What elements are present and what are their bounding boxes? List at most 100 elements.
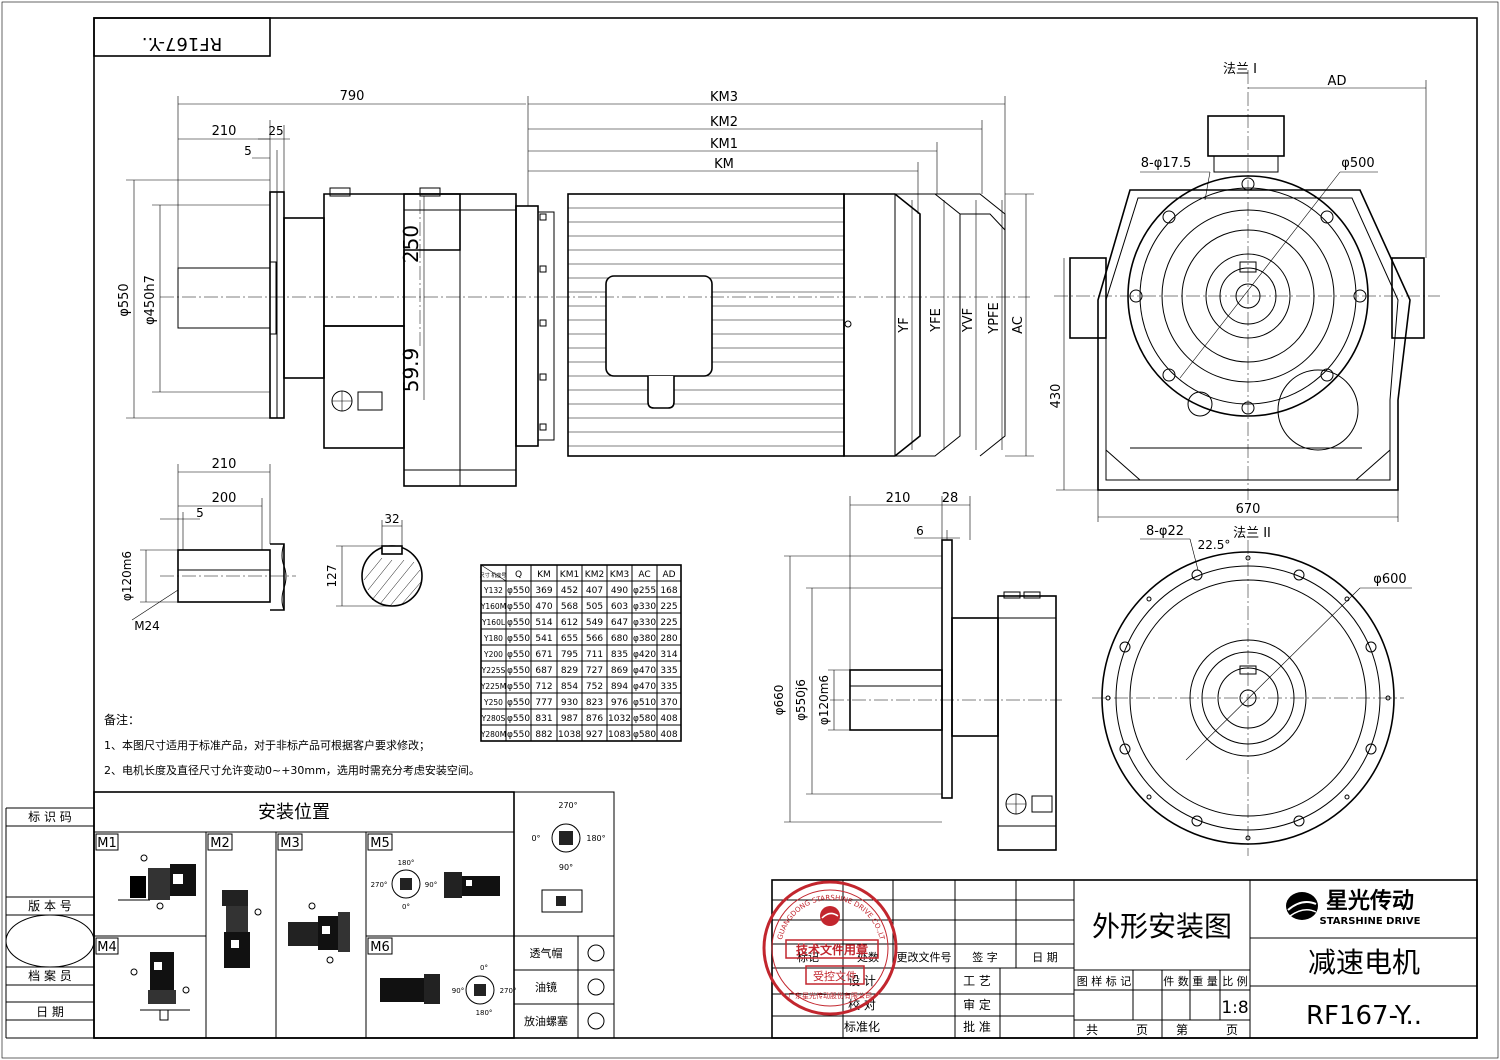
table-cell: φ550 [507, 650, 530, 660]
table-cell: 795 [561, 650, 578, 660]
tb-attr-bili: 比 例 [1222, 974, 1248, 988]
table-cell: 712 [535, 682, 552, 692]
drain-plug-symbol-icon [587, 1012, 605, 1030]
table-cell: φ550 [507, 586, 530, 596]
table-header-cell: AC [638, 570, 650, 580]
table-cell: 370 [660, 698, 677, 708]
table-cell: 168 [660, 586, 677, 596]
dim-yvf: YVF [961, 308, 976, 333]
f2-dim-dia600: φ600 [1373, 572, 1406, 587]
tb-drawing-name: 外形安装图 [1092, 910, 1232, 943]
f2-dim-bolts: 8-φ22 [1146, 524, 1184, 539]
table-cell: φ470 [633, 666, 656, 676]
mounting-title: 安装位置 [258, 802, 330, 823]
note-2: 2、电机长度及直径尺寸允许变动0~+30mm，选用时需充分考虑安装空间。 [104, 763, 480, 777]
table-cell: 549 [586, 618, 603, 628]
table-cell: 225 [660, 602, 677, 612]
tb-row-gongyi: 工 艺 [963, 974, 991, 988]
table-row-label: Y250 [483, 698, 503, 707]
table-cell: 854 [561, 682, 578, 692]
m6-angle-0: 0° [480, 964, 488, 972]
table-cell: φ255 [633, 586, 656, 596]
tb-model: RF167-Y.. [1306, 1001, 1422, 1031]
m6-angle-90: 90° [452, 987, 464, 995]
part-drain-plug: 放油螺塞 [524, 1014, 568, 1028]
stamp-line1: 技术文件用章 [796, 942, 868, 957]
table-cell: 823 [586, 698, 603, 708]
label-flange1: 法兰 I [1223, 62, 1257, 77]
notes: 备注： 1、本图尺寸适用于标准产品，对于非标产品可根据客户要求修改； 2、电机长… [104, 712, 480, 777]
f2-dim-210: 210 [886, 491, 911, 506]
tb-product: 减速电机 [1308, 946, 1420, 979]
table-row-label: Y280M [480, 730, 506, 739]
label-danganyuan: 档 案 员 [28, 968, 72, 983]
dim-dia450: φ450h7 [143, 275, 158, 325]
table-cell: 568 [561, 602, 578, 612]
table-cell: 603 [611, 602, 628, 612]
table-row-label: Y225S [481, 666, 506, 675]
table-cell: 335 [660, 666, 677, 676]
flange2-dimensions: 210 28 6 φ660 φ550j6 φ120m6 [772, 491, 971, 823]
table-cell: 541 [535, 634, 552, 644]
top-left-model-text: RF167-Y.. [142, 33, 222, 54]
table-cell: φ580 [633, 714, 656, 724]
f2-dim-angle: 22.5° [1198, 538, 1231, 552]
table-cell: 727 [586, 666, 603, 676]
table-cell: φ330 [633, 618, 656, 628]
table-row-label: Y200 [483, 650, 503, 659]
table-cell: φ330 [633, 602, 656, 612]
dim-yf: YF [897, 317, 912, 333]
table-cell: 647 [611, 618, 628, 628]
stamp-bottom: 广东星光传动股份有限公司 [788, 991, 872, 1000]
dim-ad: AD [1328, 74, 1347, 89]
company-name-en: STARSHINE DRIVE [1320, 916, 1421, 927]
mount-label-m5: M5 [370, 836, 390, 851]
table-cell: φ510 [633, 698, 656, 708]
table-cell: 680 [611, 634, 628, 644]
orientation-key: 270° 0° 180° 90° [531, 801, 606, 913]
table-cell: 490 [611, 586, 628, 596]
dim-5: 5 [244, 144, 252, 158]
stamp-line2: 受控文件 [813, 969, 857, 983]
table-cell: 514 [535, 618, 552, 628]
table-cell: 987 [561, 714, 578, 724]
flange2-front-view [1092, 540, 1404, 856]
sight-glass-symbol-icon [587, 978, 605, 996]
shaft-dim-200: 200 [212, 491, 237, 506]
m6-angle-180: 180° [476, 1009, 493, 1017]
dim-km3: KM3 [710, 90, 738, 105]
table-cell: φ380 [633, 634, 656, 644]
table-row-label: Y160L [481, 618, 506, 627]
tb-scale: 1:8 [1221, 998, 1248, 1018]
notes-title: 备注： [104, 712, 140, 727]
table-cell: 280 [660, 634, 677, 644]
mount-label-m2: M2 [210, 836, 230, 851]
table-cell: φ420 [633, 650, 656, 660]
table-cell: 225 [660, 618, 677, 628]
tb-header-biaoji: 标记 [797, 950, 819, 964]
shaft-dim-dia120: φ120m6 [120, 551, 134, 601]
dim-ac: AC [1011, 316, 1026, 334]
table-cell: 976 [611, 698, 628, 708]
table-cell: φ550 [507, 634, 530, 644]
tb-header-gengai: 更改文件号 [897, 950, 952, 964]
tb-page-di: 第 [1176, 1023, 1188, 1037]
dim-790: 790 [340, 89, 365, 104]
table-row-label: Y225M [480, 682, 506, 691]
table-cell: 408 [660, 714, 677, 724]
label-riqi: 日 期 [36, 1005, 64, 1019]
table-cell: 894 [611, 682, 628, 692]
m6-angle-270: 270° [500, 987, 517, 995]
shaft-thread-m24: M24 [134, 619, 160, 633]
table-header-cell: AD [662, 570, 675, 580]
mount-figure-m4 [130, 952, 190, 1021]
table-cell: 882 [535, 730, 552, 740]
mounting-panel: 安装位置 M1 M2 M3 M5 M4 M6 [93, 791, 615, 1039]
part-breather: 透气帽 [530, 946, 563, 960]
table-header-cell: KM [537, 570, 551, 580]
flange2-bolt-holes [1119, 569, 1377, 827]
f2-dim-dia550: φ550j6 [794, 679, 808, 721]
dim-bolts-front: 8-φ17.5 [1141, 156, 1191, 171]
table-cell: 408 [660, 730, 677, 740]
